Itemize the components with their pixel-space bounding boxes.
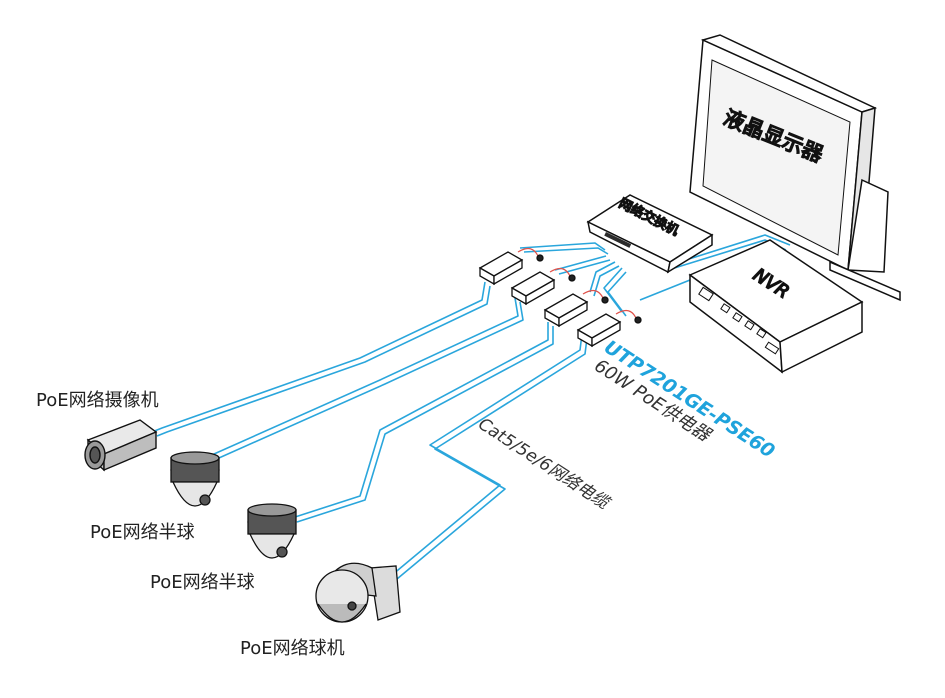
ptz-camera-icon (315, 562, 401, 623)
power-plug-icon (536, 254, 544, 262)
dome-camera-icon (170, 451, 220, 507)
box-camera-icon (84, 419, 158, 472)
poe-injector-2 (510, 267, 576, 306)
power-plug-icon (601, 296, 609, 304)
dome-label-1: PoE网络半球 (90, 522, 195, 543)
poe-injector-4 (576, 309, 642, 348)
dome-label-2: PoE网络半球 (150, 572, 255, 593)
poe-injector-1 (478, 247, 544, 286)
nvr-device: NVR (688, 239, 864, 374)
camera-label: PoE网络摄像机 (36, 390, 159, 411)
dome-camera-icon (247, 503, 297, 559)
ptz-label: PoE网络球机 (240, 638, 345, 659)
power-plug-icon (568, 274, 576, 282)
power-plug-icon (634, 316, 642, 324)
lcd-monitor: 液晶显示器 (689, 34, 901, 302)
poe-injector-3 (543, 289, 609, 328)
